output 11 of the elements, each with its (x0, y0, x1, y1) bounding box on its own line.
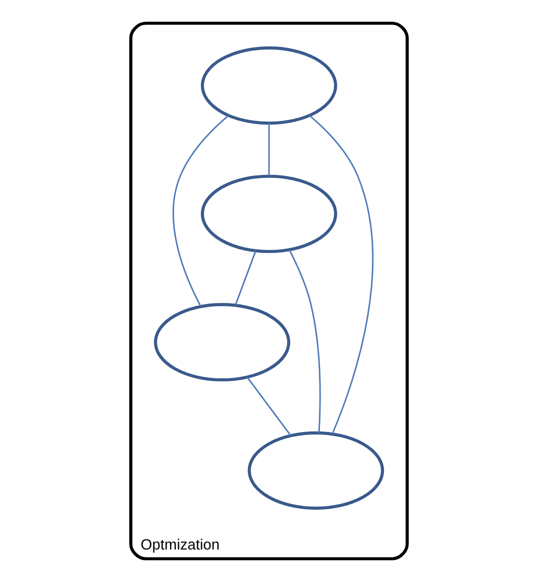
connector (234, 250, 256, 306)
node-ellipse (200, 46, 338, 125)
connector (309, 114, 374, 434)
node-ellipse (154, 303, 290, 382)
connector (246, 376, 292, 436)
node-ellipse (248, 431, 384, 510)
connector (288, 250, 321, 433)
node-ellipse (200, 174, 338, 254)
connector (172, 114, 229, 307)
connector (268, 123, 270, 176)
cluster: Optmization (129, 22, 409, 560)
